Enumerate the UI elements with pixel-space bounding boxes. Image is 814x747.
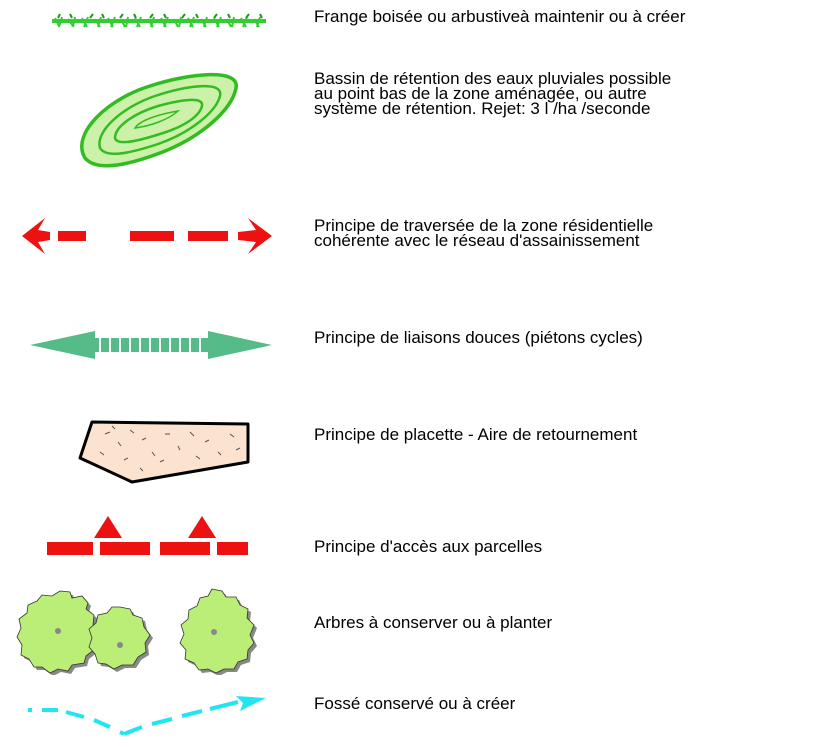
legend-label-placette: Principe de placette - Aire de retournem… xyxy=(314,425,638,444)
tree-symbol-icon xyxy=(0,585,300,675)
placette-polygon-icon xyxy=(0,412,300,487)
hedge-symbol-icon xyxy=(0,8,300,38)
green-double-arrow-icon xyxy=(0,325,300,365)
legend-label-liaisons: Principe de liaisons douces (piétons cyc… xyxy=(314,328,643,347)
legend-label-traversee: Principe de traversée de la zone résiden… xyxy=(314,216,654,250)
access-triangles-icon xyxy=(0,510,300,560)
legend-label-bassin: Bassin de rétention des eaux pluviales p… xyxy=(314,69,672,118)
retention-basin-icon xyxy=(0,58,300,178)
legend-label-frange: Frange boisée ou arbustiveà maintenir ou… xyxy=(314,7,686,26)
legend-label-acces: Principe d'accès aux parcelles xyxy=(314,537,543,556)
cyan-dashed-arrow-icon xyxy=(0,690,300,740)
red-dashed-double-arrow-icon xyxy=(0,210,300,260)
legend-label-arbres: Arbres à conserver ou à planter xyxy=(314,613,553,632)
legend-label-fosse: Fossé conservé ou à créer xyxy=(314,694,516,713)
